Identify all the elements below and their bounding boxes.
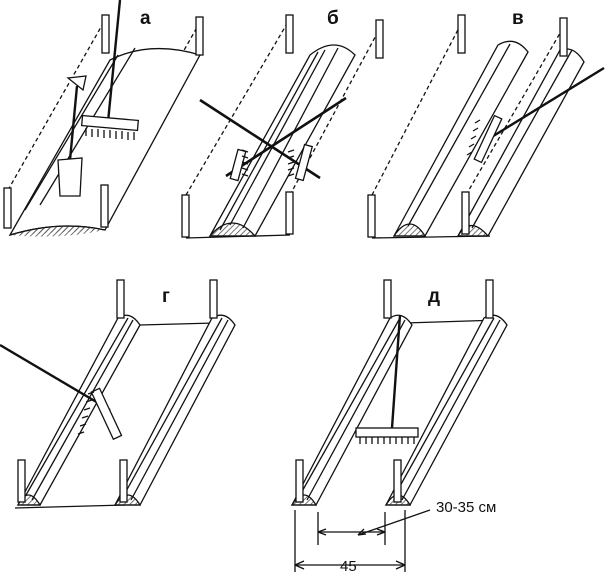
panel-b-label: б	[327, 8, 339, 29]
panel-a	[3, 0, 204, 237]
panel-d-label: д	[428, 286, 440, 307]
panel-b	[181, 14, 384, 239]
panel-d	[290, 279, 508, 572]
panel-v	[367, 14, 605, 239]
row-gap-dimension-label: 30-35 см	[436, 499, 496, 516]
row-spacing-dimension-label: 45	[340, 558, 357, 575]
panel-v-label: в	[512, 8, 524, 29]
panel-g-label: г	[162, 286, 170, 307]
panel-g	[0, 279, 236, 509]
panel-a-label: а	[140, 8, 151, 29]
